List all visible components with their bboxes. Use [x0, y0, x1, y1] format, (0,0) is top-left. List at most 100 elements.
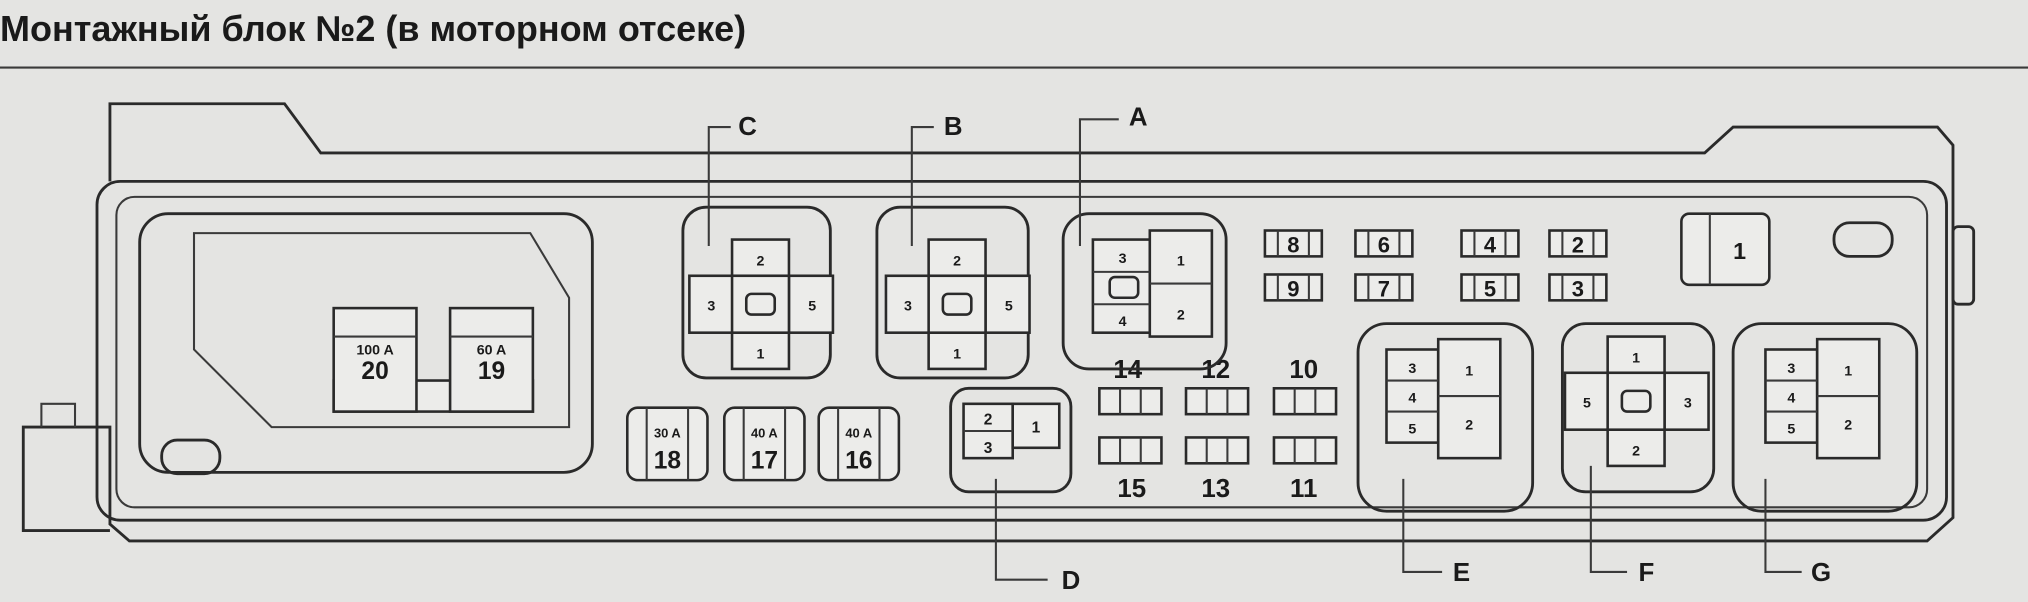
pin-label: 1	[1632, 350, 1640, 366]
callout-label-A: A	[1129, 104, 1148, 132]
fuse-number: 12	[1201, 356, 1230, 384]
fuse-number: 11	[1290, 475, 1317, 503]
callout-label-C: C	[738, 113, 757, 141]
fuse-number: 18	[654, 447, 681, 474]
pin-label: 4	[1408, 391, 1416, 407]
fuse-number: 17	[751, 447, 778, 474]
outer-housing	[21, 102, 1955, 543]
callout-label-B: B	[944, 113, 963, 141]
mini-fuse-15	[1098, 436, 1163, 465]
callout-label-G: G	[1811, 559, 1831, 587]
right-tab	[1951, 225, 1976, 306]
pin-label: 5	[1408, 422, 1416, 438]
fuse-number: 4	[1484, 232, 1497, 257]
callout-label-F: F	[1639, 559, 1655, 587]
fuse-number: 5	[1484, 276, 1496, 301]
pin-label: 1	[1844, 363, 1852, 379]
mini-fuse-13	[1184, 436, 1250, 465]
fuse-number: 15	[1117, 475, 1146, 503]
pin-label: 4	[1787, 391, 1795, 407]
pin-label: 2	[757, 253, 765, 269]
fuse-8	[1263, 229, 1324, 258]
callout-line-E	[1402, 478, 1443, 573]
fuse-number: 6	[1378, 232, 1390, 257]
callout-line-G	[1764, 478, 1802, 573]
relay-pin-block	[1815, 337, 1881, 460]
left-mount-bracket	[40, 402, 77, 428]
relay-socket	[744, 292, 777, 316]
pin-label: 2	[1844, 418, 1852, 434]
callout-line-D	[994, 478, 1048, 581]
fuse-4	[1460, 229, 1520, 258]
pin-label: 5	[808, 299, 816, 315]
pin-label: 2	[1177, 308, 1185, 324]
fuse-rating: 30 A	[654, 425, 681, 440]
relay-pin	[1011, 402, 1061, 450]
pin-label: 4	[1119, 314, 1127, 330]
relay-G	[1731, 322, 1919, 513]
relay-socket	[1620, 389, 1652, 413]
fuse-number: 10	[1289, 356, 1318, 384]
inner-body	[95, 179, 1948, 522]
callout-line-F	[1589, 465, 1628, 573]
mount-hole-left	[160, 438, 222, 476]
fuse-6	[1354, 229, 1414, 258]
fuse-rating: 60 A	[477, 343, 507, 359]
pin-label: 3	[707, 299, 715, 315]
fuse-2	[1548, 229, 1608, 258]
pin-label: 5	[1787, 422, 1795, 438]
callout-label-D: D	[1062, 567, 1081, 595]
pin-label: 2	[1465, 418, 1473, 434]
pin-label: 5	[1005, 299, 1013, 315]
mini-fuse-12	[1184, 387, 1250, 416]
relay-F	[1560, 322, 1716, 494]
pin-label: 3	[1119, 251, 1127, 267]
pin-label: 2	[1632, 444, 1640, 460]
pin-label: 1	[757, 347, 765, 363]
fuse-number: 19	[478, 358, 505, 385]
fuse-9	[1263, 273, 1324, 302]
diagram-title: Монтажный блок №2 (в моторном отсеке)	[0, 8, 747, 49]
relay-pin	[927, 238, 987, 278]
pin-label: 1	[1465, 363, 1473, 379]
fuse-7	[1354, 273, 1414, 302]
mount-hole-right	[1832, 221, 1894, 258]
fuse-number: 3	[1572, 276, 1584, 301]
relay-A	[1061, 212, 1228, 371]
pin-label: 2	[953, 253, 961, 269]
fuse-number: 2	[1572, 232, 1584, 257]
pin-label: 3	[984, 440, 993, 457]
pin-label: 1	[1032, 419, 1041, 436]
relay-socket	[1108, 275, 1140, 300]
pin-label: 1	[953, 347, 961, 363]
relay-pin	[1563, 371, 1611, 431]
pin-label: 3	[904, 299, 912, 315]
mini-fuse-10	[1272, 387, 1338, 416]
compartment-cutout	[192, 232, 571, 429]
relay-D	[949, 386, 1073, 494]
callout-line-B	[910, 126, 934, 247]
relay-pin-block	[1091, 238, 1152, 334]
pin-label: 3	[1684, 396, 1692, 412]
callout-label-E: E	[1453, 559, 1470, 587]
fuse-number: 13	[1201, 475, 1230, 503]
maxi-fuse-compartment	[138, 212, 594, 474]
fuse-number: 1	[1733, 238, 1746, 264]
fuse-number: 16	[845, 447, 872, 474]
maxi-fuse-20	[332, 306, 418, 413]
relay-pin	[984, 274, 1031, 334]
fuse-rating: 40 A	[751, 425, 778, 440]
relay-E	[1356, 322, 1535, 513]
pin-label: 5	[1583, 396, 1591, 412]
fuse-number: 8	[1287, 232, 1299, 257]
mini-fuse-14	[1098, 387, 1163, 416]
pin-label: 3	[1787, 361, 1795, 377]
pin-label: 2	[984, 412, 993, 429]
relay-pin	[884, 274, 932, 334]
inner-body-edge	[115, 195, 1929, 509]
fuse-rating: 100 A	[356, 343, 393, 359]
callout-line-A	[1078, 118, 1119, 247]
fuse-1	[1680, 212, 1771, 287]
maxi-fuse-19	[448, 306, 535, 413]
